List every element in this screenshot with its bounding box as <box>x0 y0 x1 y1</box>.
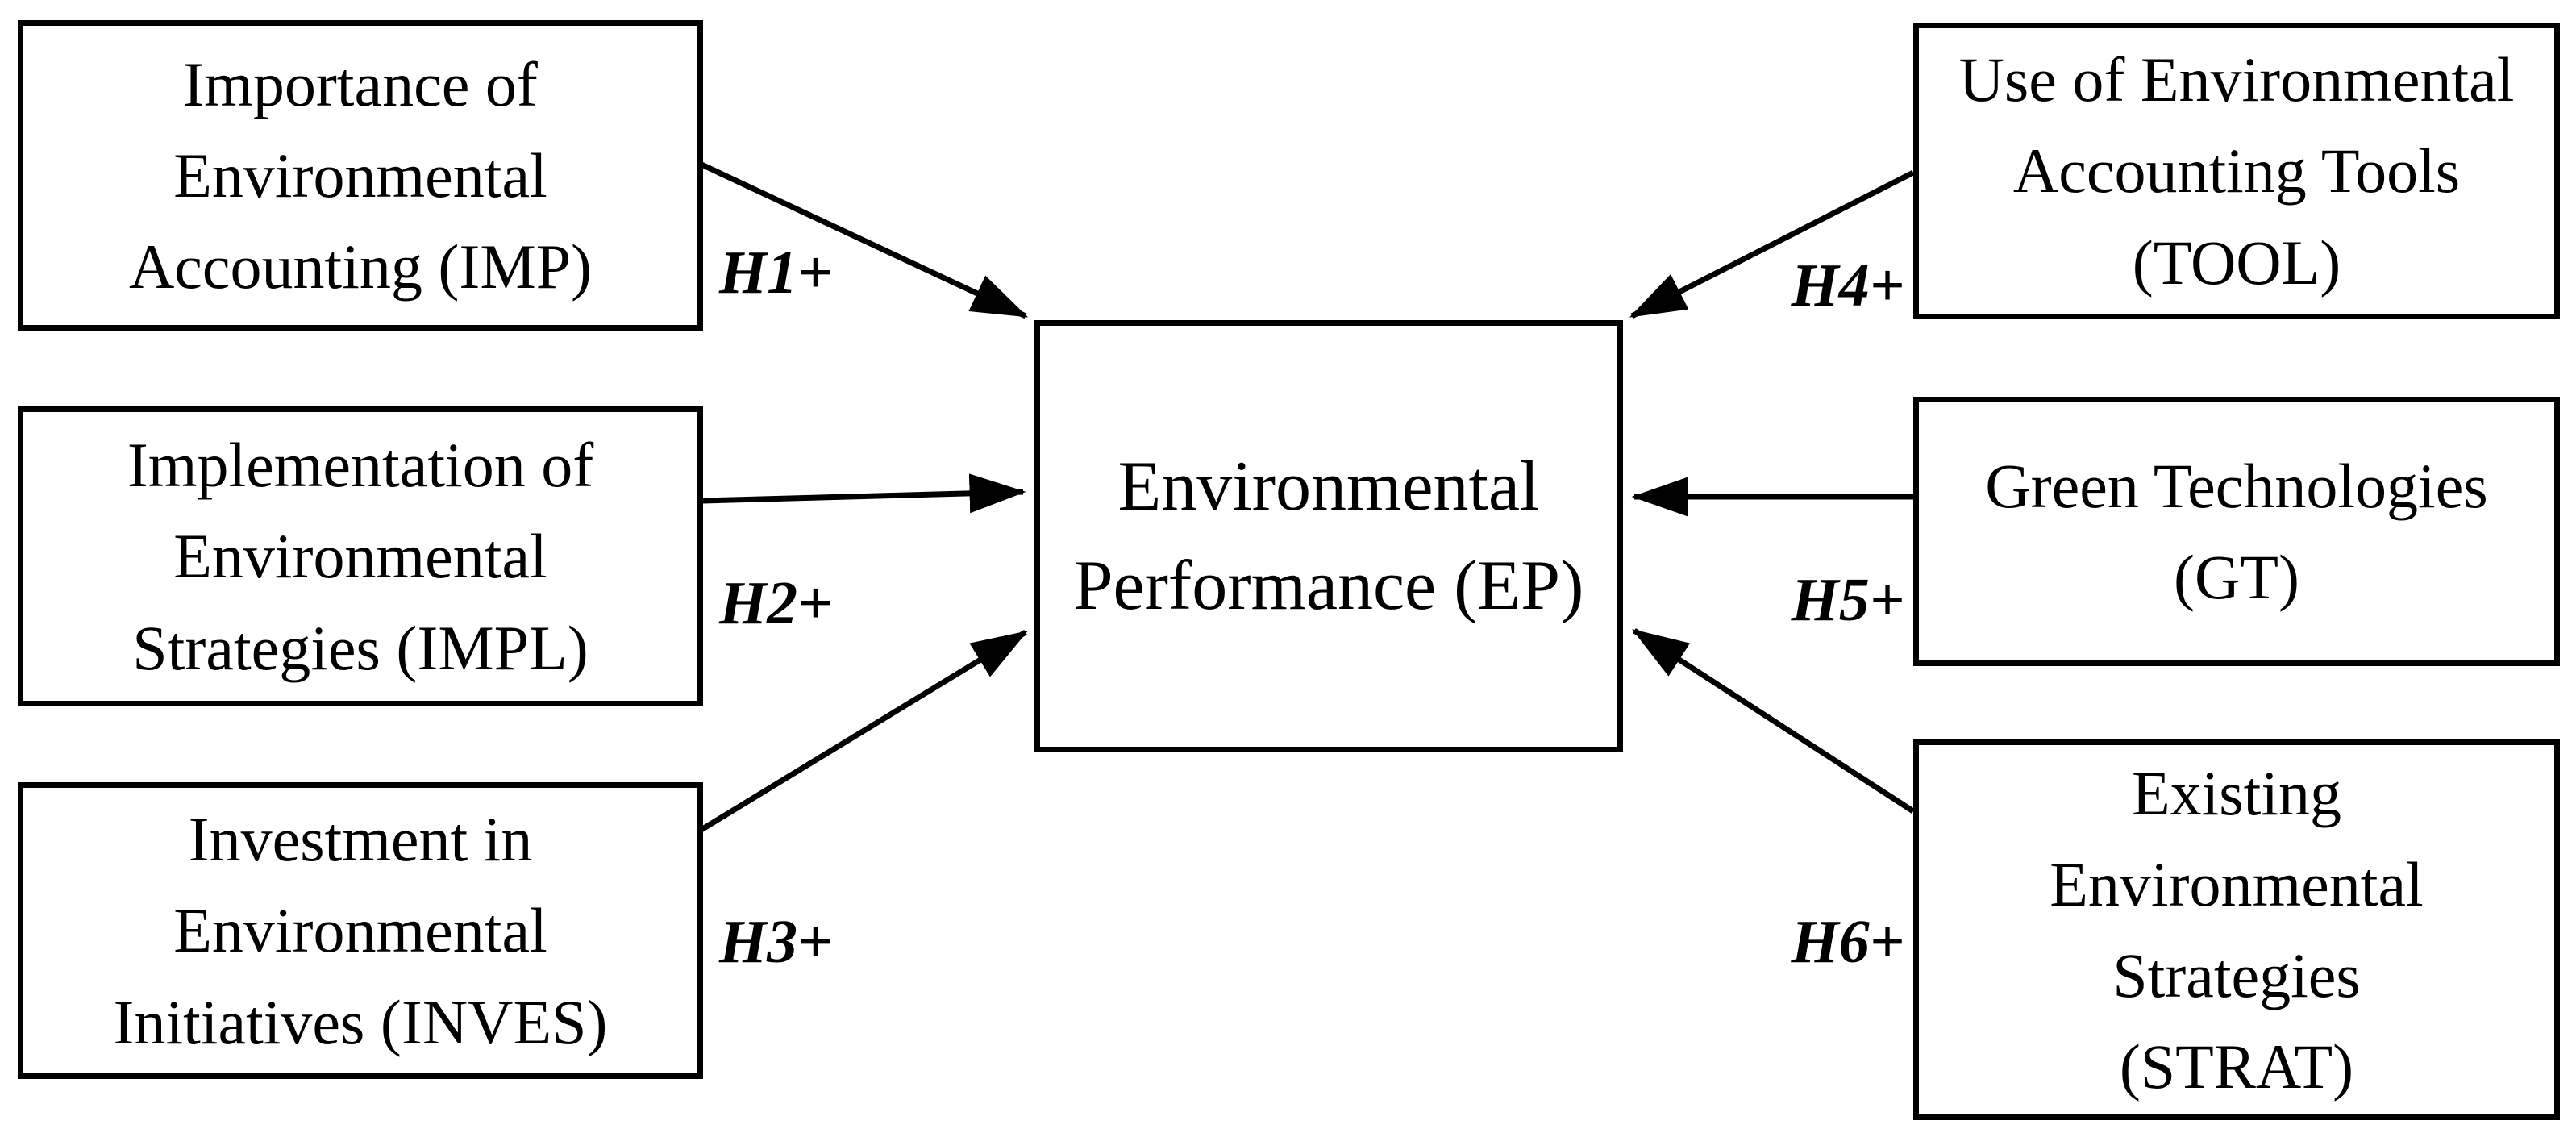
node-label-line: (STRAT) <box>2119 1031 2354 1102</box>
node-gt: Green Technologies (GT) <box>1913 397 2560 666</box>
node-label-line: Environmental <box>2050 848 2424 919</box>
node-label-line: Strategies <box>2112 940 2361 1010</box>
arrow-h4 <box>1629 169 1915 319</box>
node-imp: Importance of Environmental Accounting (… <box>18 20 703 331</box>
hypothesis-label-h6: H6+ <box>1791 908 1904 976</box>
node-label-line: Strategies (IMPL) <box>132 612 589 683</box>
node-imp-label: Importance of Environmental Accounting (… <box>129 39 592 312</box>
hypothesis-label-h3: H3+ <box>719 908 833 976</box>
node-label-line: Existing <box>2131 757 2341 828</box>
node-label-line: Implementation of <box>127 430 594 501</box>
node-label-line: Green Technologies <box>1985 450 2488 521</box>
node-ep-label: Environmental Performance (EP) <box>1074 437 1584 635</box>
arrow-h6 <box>1632 628 1915 814</box>
node-label-line: Use of Environmental <box>1958 44 2515 115</box>
arrow-h3 <box>698 630 1028 833</box>
node-label-line: Investment in <box>188 804 533 875</box>
node-label-line: Initiatives (INVES) <box>113 986 608 1057</box>
arrow-h1 <box>698 160 1029 319</box>
node-tool: Use of Environmental Accounting Tools (T… <box>1913 23 2560 319</box>
node-label-line: Environmental <box>173 895 547 966</box>
node-impl: Implementation of Environmental Strategi… <box>18 406 703 706</box>
node-label-line: Accounting Tools <box>2012 135 2461 206</box>
node-label-line: Environmental <box>173 140 547 210</box>
node-label-line: Performance (EP) <box>1073 547 1584 625</box>
node-tool-label: Use of Environmental Accounting Tools (T… <box>1959 34 2515 307</box>
node-label-line: (TOOL) <box>2132 227 2341 298</box>
arrow-h2 <box>702 473 1026 514</box>
hypothesis-label-h5: H5+ <box>1791 566 1904 634</box>
node-label-line: Environmental <box>1117 447 1540 526</box>
node-gt-label: Green Technologies (GT) <box>1985 440 2487 623</box>
node-inves: Investment in Environmental Initiatives … <box>18 782 703 1079</box>
node-ep: Environmental Performance (EP) <box>1034 320 1623 752</box>
node-label-line: Importance of <box>183 48 538 119</box>
node-inves-label: Investment in Environmental Initiatives … <box>113 794 607 1067</box>
node-label-line: (GT) <box>2174 542 2299 612</box>
hypothesis-label-h2: H2+ <box>719 569 833 637</box>
node-label-line: Environmental <box>173 521 547 592</box>
hypothesis-label-h4: H4+ <box>1791 252 1904 319</box>
node-strat: Existing Environmental Strategies (STRAT… <box>1913 739 2560 1120</box>
node-label-line: Accounting (IMP) <box>128 231 593 302</box>
node-strat-label: Existing Environmental Strategies (STRAT… <box>2050 748 2424 1112</box>
node-impl-label: Implementation of Environmental Strategi… <box>127 419 593 693</box>
hypothesis-label-h1: H1+ <box>719 239 833 306</box>
